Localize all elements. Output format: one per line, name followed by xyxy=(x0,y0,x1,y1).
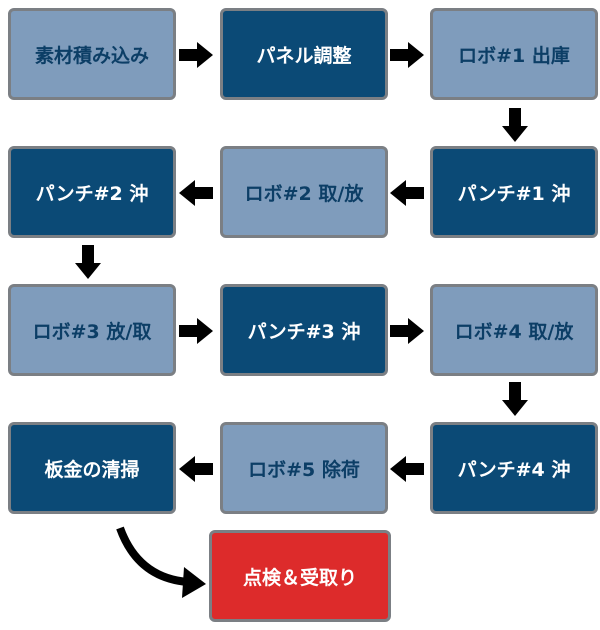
arrow-right-icon xyxy=(390,318,424,344)
step-2: パネル調整 xyxy=(220,8,388,100)
step-1: 素材積み込み xyxy=(8,8,176,100)
arrow-left-icon xyxy=(390,456,424,482)
arrow-left-icon xyxy=(179,456,213,482)
step-label: ロボ#2 取/放 xyxy=(244,182,364,205)
step-label: ロボ#4 取/放 xyxy=(454,320,574,343)
step-6: パンチ#2 沖 xyxy=(8,146,176,238)
arrow-down-icon xyxy=(502,108,528,142)
step-10: パンチ#4 沖 xyxy=(430,422,598,514)
step-label: 素材積み込み xyxy=(34,44,149,67)
step-5: ロボ#2 取/放 xyxy=(220,146,388,238)
arrow-right-icon xyxy=(179,42,213,68)
arrow-down-icon xyxy=(75,245,101,279)
step-12: 板金の清掃 xyxy=(8,422,176,514)
step-7: ロボ#3 放/取 xyxy=(8,284,176,376)
step-label: パンチ#4 沖 xyxy=(457,458,571,481)
step-label: パネル調整 xyxy=(256,44,352,67)
step-3: ロボ#1 出庫 xyxy=(430,8,598,100)
step-13: 点検＆受取り xyxy=(209,530,391,622)
step-8: パンチ#3 沖 xyxy=(220,284,388,376)
step-11: ロボ#5 除荷 xyxy=(220,422,388,514)
arrow-down-icon xyxy=(502,382,528,416)
arrow-left-icon xyxy=(179,180,213,206)
step-4: パンチ#1 沖 xyxy=(430,146,598,238)
curved-arrow-icon xyxy=(116,526,206,598)
arrow-right-icon xyxy=(390,42,424,68)
step-label: 板金の清掃 xyxy=(44,458,140,481)
step-label: パンチ#1 沖 xyxy=(457,182,571,205)
arrow-right-icon xyxy=(179,318,213,344)
step-label: パンチ#2 沖 xyxy=(35,182,149,205)
step-label: 点検＆受取り xyxy=(242,566,357,589)
step-label: パンチ#3 沖 xyxy=(247,320,361,343)
step-label: ロボ#1 出庫 xyxy=(458,44,570,67)
arrow-left-icon xyxy=(390,180,424,206)
step-label: ロボ#5 除荷 xyxy=(248,458,360,481)
step-label: ロボ#3 放/取 xyxy=(32,320,152,343)
step-9: ロボ#4 取/放 xyxy=(430,284,598,376)
